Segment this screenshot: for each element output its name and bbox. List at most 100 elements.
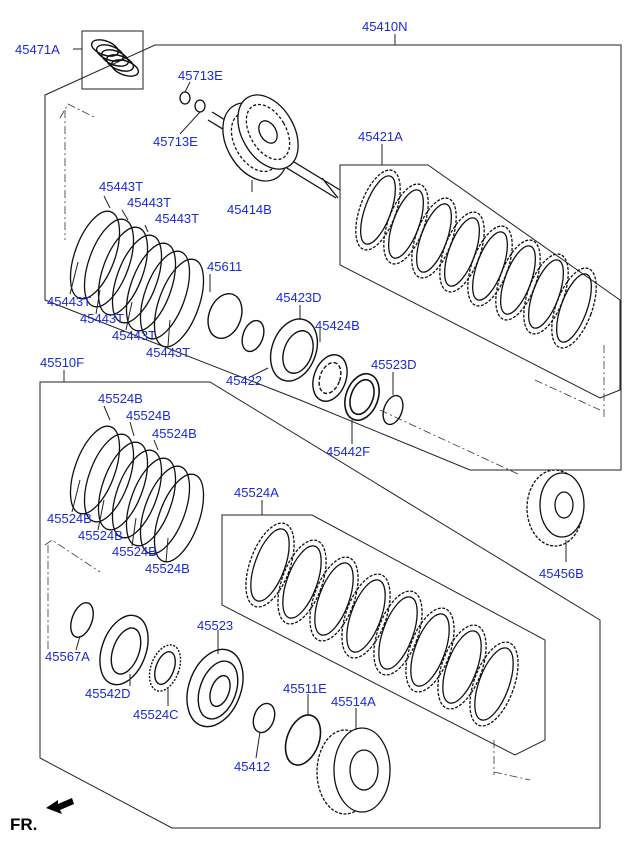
clutch-plate-45524a-5 [373,590,423,676]
label-45523[interactable]: 45523 [197,618,233,633]
clutch-plate-45421a-inner-6 [500,245,536,315]
clutch-plate-45524a-inner-5 [378,596,418,670]
label-45443t-5[interactable]: 45443T [80,311,124,326]
centerline-lower [44,539,101,573]
snap-ring-45524b-6 [139,465,191,555]
clutch-plate-45421a-2 [383,183,429,265]
clutch-plate-45524a-6 [405,607,455,693]
clutch-plates-45421a [355,169,597,349]
clutch-plate-45421a-3 [411,197,457,279]
label-45510f[interactable]: 45510F [40,355,84,370]
label-45443t-7[interactable]: 45443T [146,345,190,360]
clutch-plate-45524a-4 [341,573,391,659]
label-45456b[interactable]: 45456B [539,566,584,581]
label-45511e[interactable]: 45511E [283,681,327,696]
clutch-plate-45421a-inner-2 [388,189,424,259]
shaft-45414b [207,94,341,199]
label-45423d[interactable]: 45423D [276,290,322,305]
clutch-plate-45524a-inner-7 [442,630,482,704]
clutch-plate-45421a-4 [439,211,485,293]
centerline-mid [379,409,521,476]
label-45524b-4[interactable]: 45524B [47,511,92,526]
gear-45456b [526,469,585,547]
label-45410n[interactable]: 45410N [362,19,408,34]
spring-45471a [90,39,140,77]
clutch-plate-45421a-8 [551,267,597,349]
ring-45611 [207,293,243,339]
label-45443t-4[interactable]: 45443T [47,294,91,309]
clutch-plate-45421a-inner-4 [444,217,480,287]
clutch-plate-45421a-1 [355,169,401,251]
snap-ring-45443t-7 [153,258,205,348]
ring-45511e [284,714,322,766]
label-45567a[interactable]: 45567A [45,649,90,664]
ring-45422-small [241,319,265,353]
label-45443t-3[interactable]: 45443T [155,211,199,226]
label-45524a[interactable]: 45524A [234,485,279,500]
clutch-plate-45524a-inner-1 [250,528,290,602]
snap-rings-45443t [69,210,205,348]
clutch-plate-45421a-inner-5 [472,231,508,301]
label-45713e-top[interactable]: 45713E [178,68,223,83]
plate-45442f [344,372,380,422]
label-45443t-6[interactable]: 45443T [112,328,156,343]
label-45713e-bottom[interactable]: 45713E [153,134,198,149]
clutch-plate-45524a-inner-8 [474,647,514,721]
snap-ring-45443t-1 [69,210,121,300]
snap-ring-45524b-5 [125,457,177,547]
spring-45524c [148,644,182,692]
group-outline-45421a [339,164,621,399]
clutch-plate-45524a-inner-3 [314,562,354,636]
ring-45412 [252,702,276,734]
snap-ring-45443t-2 [83,218,135,308]
snap-ring-45443t-4 [111,234,163,324]
label-45422[interactable]: 45422 [226,373,262,388]
label-45471a[interactable]: 45471A [15,42,60,57]
snap-ring-45524b-3 [97,441,149,531]
leader-lines [63,34,567,759]
label-45524b-3[interactable]: 45524B [152,426,197,441]
clutch-plate-45421a-inner-8 [556,273,592,343]
label-45524b-6[interactable]: 45524B [112,544,157,559]
snap-ring-45524b-4 [111,449,163,539]
front-direction-indicator: FR. [10,798,74,834]
clutch-plate-45524a-inner-6 [410,613,450,687]
clutch-plate-45524a-1 [245,522,295,608]
spring-plate-45424b [312,354,348,402]
label-45523d[interactable]: 45523D [371,357,417,372]
label-45524b-2[interactable]: 45524B [126,408,171,423]
group-outline-45510f [39,381,601,829]
clutch-plate-45421a-inner-1 [360,175,396,245]
label-45611[interactable]: 45611 [207,259,242,274]
label-45443t-1[interactable]: 45443T [99,179,143,194]
label-45443t-2[interactable]: 45443T [127,195,171,210]
snap-ring-45524b-1 [69,425,121,515]
clutch-plate-45524a-inner-2 [282,545,322,619]
plate-45542d [99,614,149,686]
label-45442f[interactable]: 45442F [326,444,370,459]
clutch-plate-45421a-5 [467,225,513,307]
label-45524c[interactable]: 45524C [133,707,179,722]
centerline-right [534,379,601,411]
clutch-plate-45421a-inner-7 [528,259,564,329]
label-45424b[interactable]: 45424B [315,318,360,333]
front-arrow-icon [46,798,74,814]
clutch-plates-45524a [245,522,519,727]
label-45524b-1[interactable]: 45524B [98,391,143,406]
centerline-upper [59,103,97,119]
label-45412[interactable]: 45412 [234,759,270,774]
clutch-plate-45421a-inner-3 [416,203,452,273]
label-45514a[interactable]: 45514A [331,694,376,709]
part-labels: 45410N 45471A 45713E 45713E 45414B 45421… [15,19,584,774]
snap-rings-45524b [69,425,205,563]
clutch-plate-45524a-2 [277,539,327,625]
label-45421a[interactable]: 45421A [358,129,403,144]
label-45524b-5[interactable]: 45524B [78,528,123,543]
snap-ring-45524b-2 [83,433,135,523]
label-45524b-7[interactable]: 45524B [145,561,190,576]
box-45471a [81,30,144,90]
label-45542d[interactable]: 45542D [85,686,131,701]
label-45414b[interactable]: 45414B [227,202,272,217]
ring-45713e-a [179,91,191,105]
